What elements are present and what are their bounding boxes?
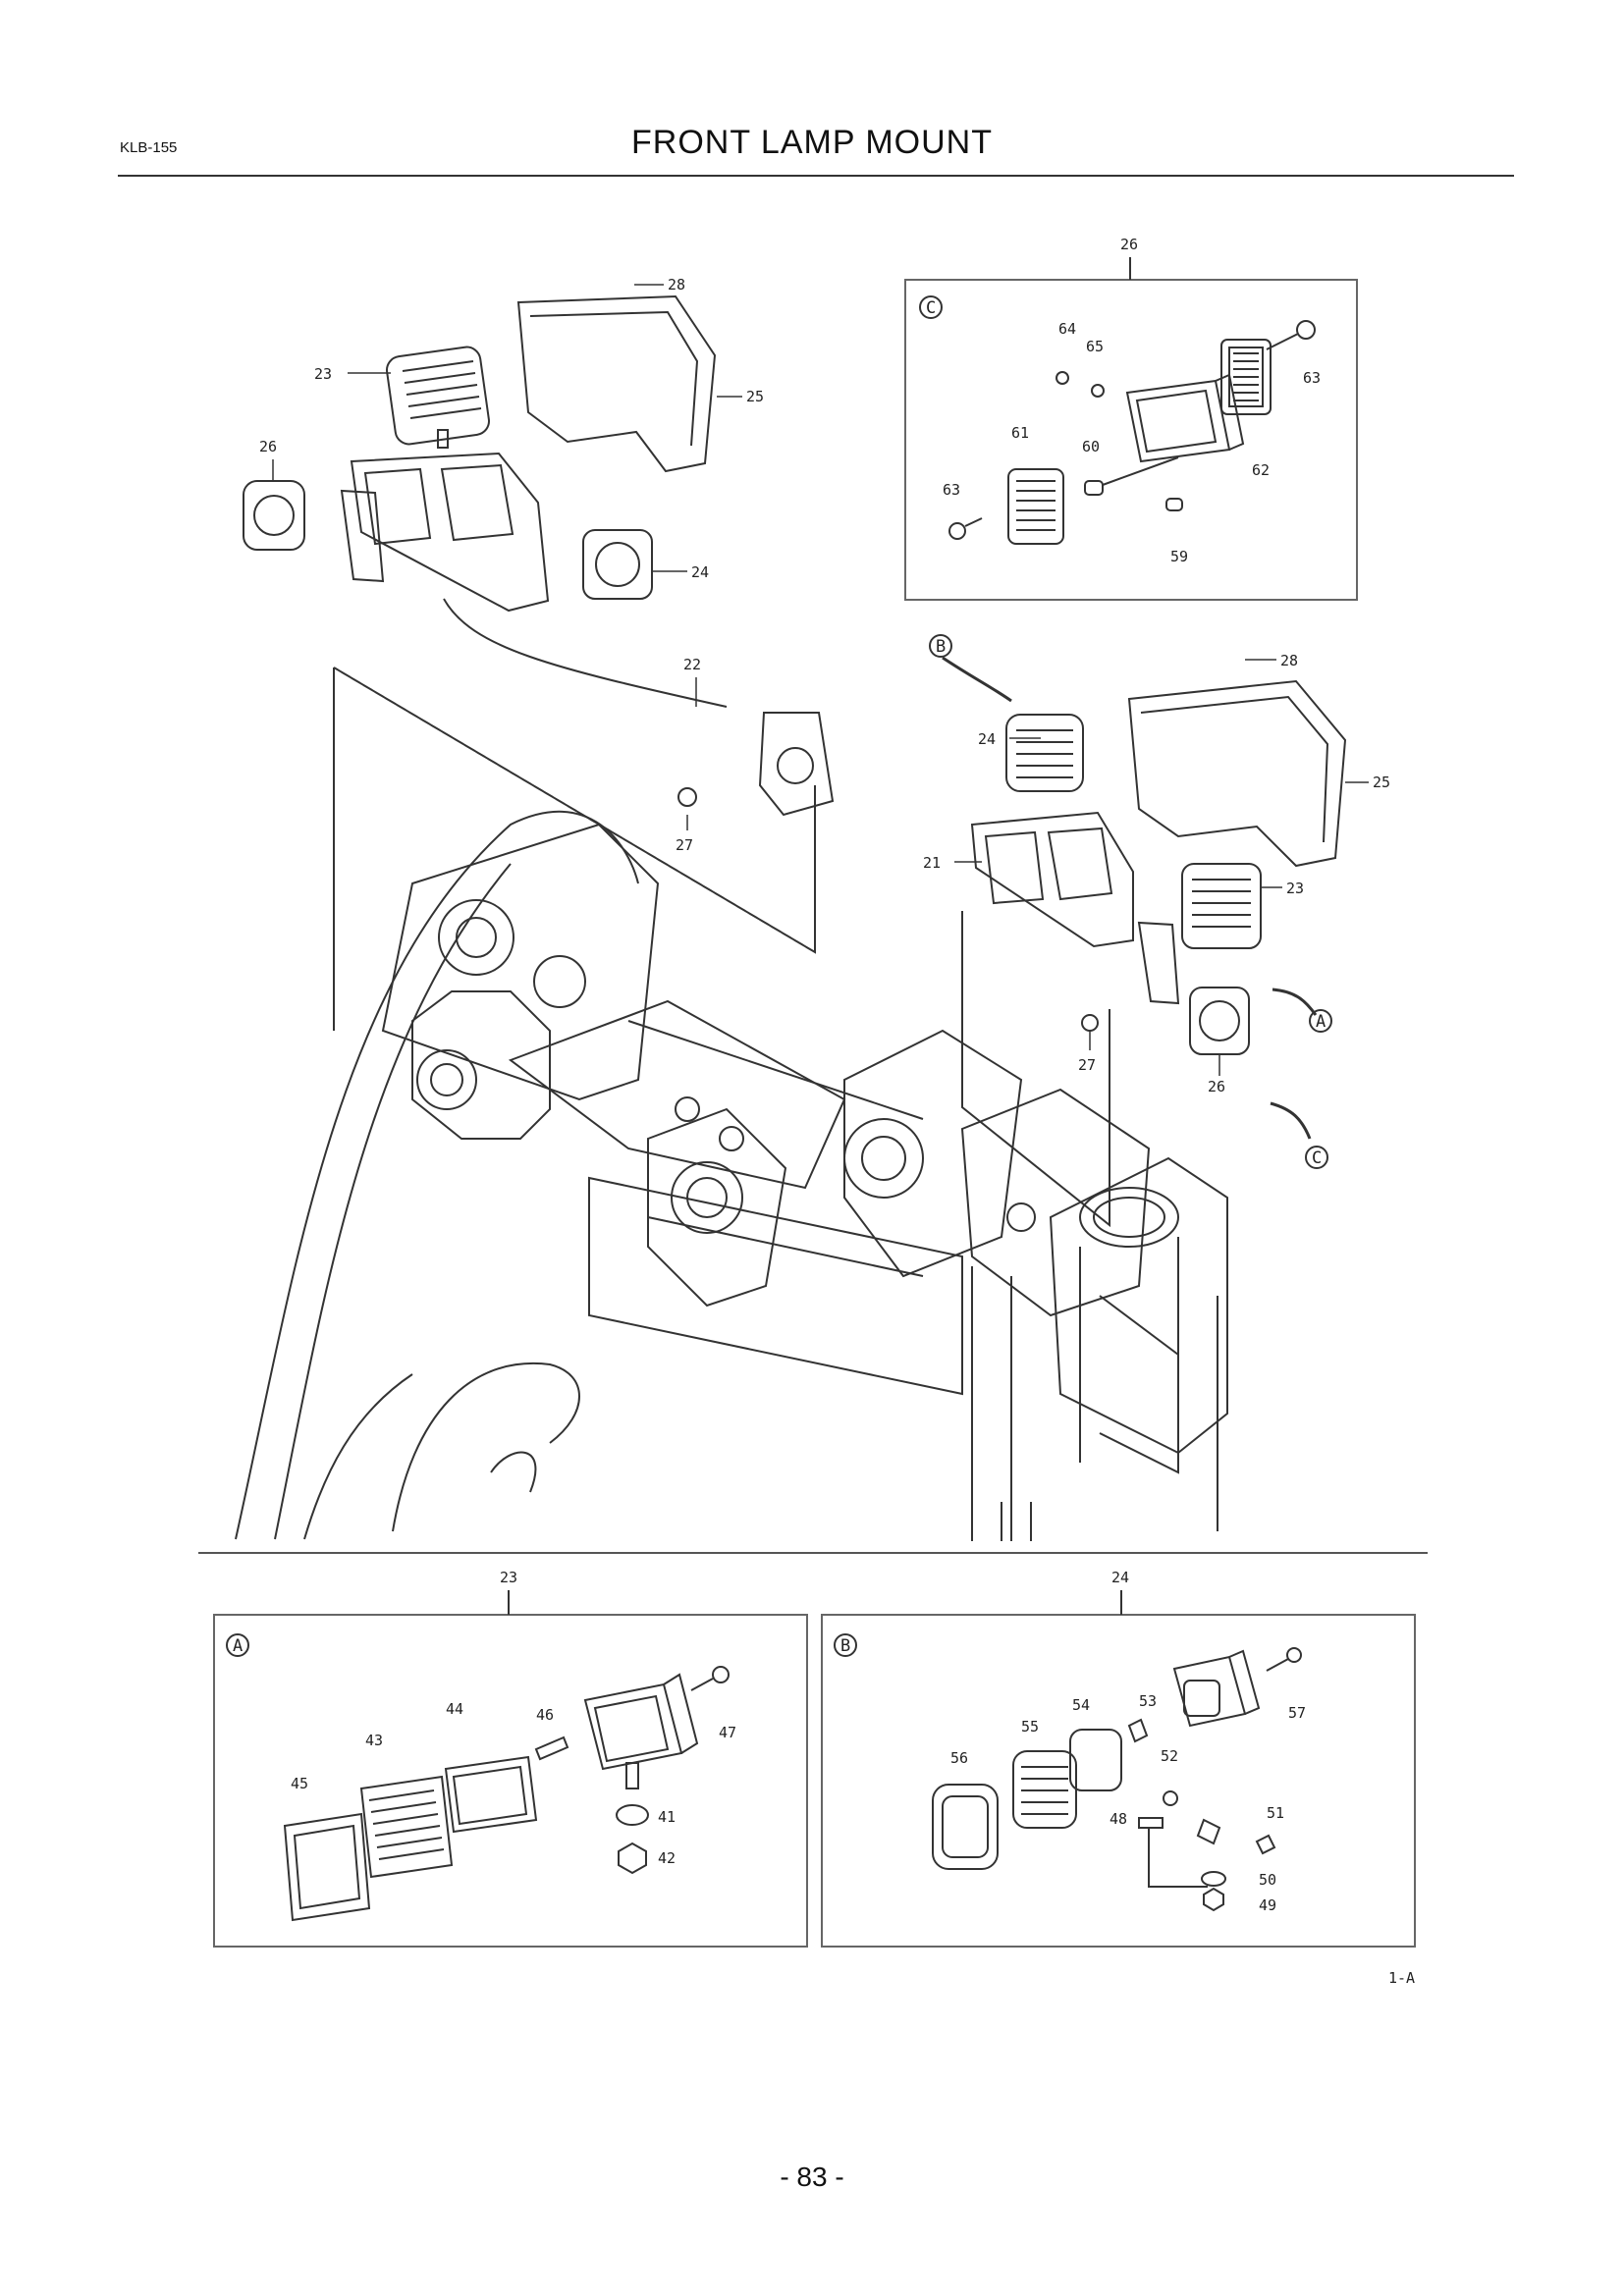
part-label: 52 (1161, 1747, 1178, 1765)
inset-a-drawing (213, 1590, 808, 1948)
part-label: 23 (1286, 880, 1304, 897)
part-label: 28 (668, 276, 685, 294)
part-label: 49 (1259, 1896, 1276, 1914)
part-label: 55 (1021, 1718, 1039, 1735)
inset-c-letter: C (926, 298, 936, 318)
marker-b-letter: B (936, 637, 946, 657)
part-label: 46 (536, 1706, 554, 1724)
part-label: 62 (1252, 461, 1270, 479)
part-label: 21 (923, 854, 941, 872)
inset-a-ref: 23 (500, 1569, 517, 1586)
inset-b-drawing (821, 1590, 1416, 1948)
part-label: 22 (683, 656, 701, 673)
marker-c-letter: C (1312, 1148, 1322, 1168)
part-label: 64 (1058, 320, 1076, 338)
part-label: 25 (746, 388, 764, 405)
part-label: 41 (658, 1808, 676, 1826)
part-label: 50 (1259, 1871, 1276, 1889)
part-label: 57 (1288, 1704, 1306, 1722)
part-label: 56 (950, 1749, 968, 1767)
inset-c-marker (919, 295, 943, 319)
inset-a-letter: A (233, 1636, 243, 1656)
part-label: 53 (1139, 1692, 1157, 1710)
part-label: 63 (943, 481, 960, 499)
marker-b (929, 634, 952, 658)
part-label: 28 (1280, 652, 1298, 669)
part-label: 24 (978, 730, 996, 748)
marker-a (1309, 1009, 1332, 1033)
part-label: 63 (1303, 369, 1321, 387)
part-label: 44 (446, 1700, 463, 1718)
document-code: KLB-155 (120, 139, 178, 156)
marker-a-letter: A (1316, 1012, 1326, 1032)
part-label: 25 (1373, 774, 1390, 791)
part-label: 51 (1267, 1804, 1284, 1822)
header-rule (118, 175, 1514, 177)
inset-c-frame (904, 279, 1358, 601)
page-title: FRONT LAMP MOUNT (631, 124, 993, 161)
part-label: 48 (1110, 1810, 1127, 1828)
part-label: 42 (658, 1849, 676, 1867)
part-label: 26 (1208, 1078, 1225, 1095)
figure-ref: 1-A (1388, 1969, 1415, 1987)
part-label: 23 (314, 365, 332, 383)
inset-c-ref: 26 (1120, 236, 1138, 253)
part-label: 26 (259, 438, 277, 455)
part-label: 65 (1086, 338, 1104, 355)
part-label: 45 (291, 1775, 308, 1792)
inset-b-ref: 24 (1111, 1569, 1129, 1586)
part-label: 60 (1082, 438, 1100, 455)
part-label: 59 (1170, 548, 1188, 565)
inset-b-letter: B (840, 1636, 850, 1656)
part-label: 43 (365, 1732, 383, 1749)
part-label: 47 (719, 1724, 736, 1741)
part-label: 27 (676, 836, 693, 854)
page-number: - 83 - (780, 2162, 844, 2192)
marker-c (1305, 1146, 1328, 1169)
part-label: 54 (1072, 1696, 1090, 1714)
part-label: 27 (1078, 1056, 1096, 1074)
part-label: 24 (691, 563, 709, 581)
part-label: 61 (1011, 424, 1029, 442)
